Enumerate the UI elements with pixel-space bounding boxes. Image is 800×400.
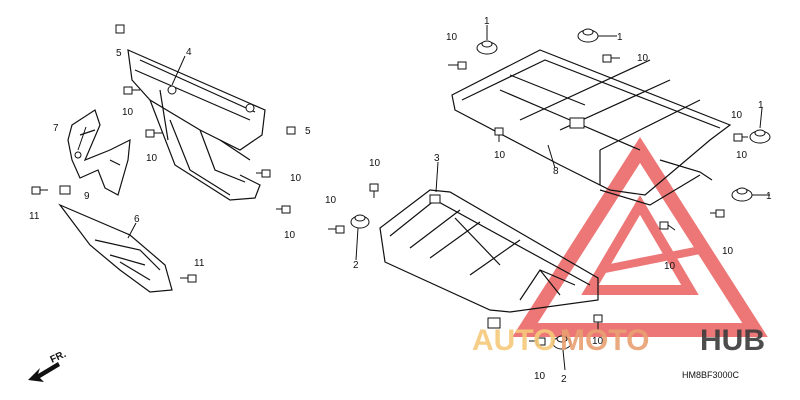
callout-label: 10 xyxy=(736,150,748,161)
rubber-cushion-icon xyxy=(476,40,498,55)
callout-label: 8 xyxy=(553,166,559,177)
rear-carrier-part xyxy=(451,49,732,206)
callout-label: 1 xyxy=(758,100,764,111)
front-carrier-part xyxy=(379,189,599,329)
skid-plate-part xyxy=(58,203,173,293)
watermark-logo-icon xyxy=(512,136,768,337)
bolt-icon xyxy=(448,61,467,70)
watermark-hub: HUB xyxy=(700,324,765,357)
callout-label: 10 xyxy=(731,110,743,121)
callout-label: 10 xyxy=(722,246,734,257)
callout-label: 2 xyxy=(353,260,359,271)
watermark: AUTO MOTO HUB xyxy=(472,324,765,357)
watermark-auto: AUTO xyxy=(472,324,556,357)
callout-label: 1 xyxy=(617,32,623,43)
bolt-icon xyxy=(123,86,140,95)
callout-label: 10 xyxy=(637,53,649,64)
bolt-icon xyxy=(276,205,291,214)
bolt-icon xyxy=(256,169,271,178)
callout-label: 10 xyxy=(446,32,458,43)
rubber-cushion-icon xyxy=(350,214,370,229)
bolt-icon xyxy=(710,209,725,218)
bolt-icon xyxy=(529,337,546,346)
bracket-part xyxy=(67,109,131,196)
bolt-icon xyxy=(369,183,379,198)
bolt-icon xyxy=(494,127,504,142)
diagram-code: HM8BF3000C xyxy=(682,370,740,380)
callout-label: 10 xyxy=(369,158,381,169)
rubber-cushion-icon xyxy=(552,335,572,350)
bolt-icon xyxy=(180,274,197,283)
collar-icon xyxy=(59,185,71,195)
front-arrow-label: FR. xyxy=(49,349,68,366)
callout-label: 6 xyxy=(134,214,140,225)
rubber-cushion-icon xyxy=(749,129,771,144)
callout-label: 9 xyxy=(84,191,90,202)
bolt-icon xyxy=(659,221,676,231)
callout-label: 5 xyxy=(116,48,122,59)
front-direction-arrow-icon: FR. xyxy=(28,349,68,382)
callout-label: 11 xyxy=(29,211,40,222)
callout-label: 10 xyxy=(534,371,546,382)
callout-label: 10 xyxy=(284,230,296,241)
callout-label: 10 xyxy=(146,153,158,164)
bolt-icon xyxy=(593,314,603,330)
rubber-cushion-icon xyxy=(577,28,599,43)
callout-label: 4 xyxy=(186,47,192,58)
callout-label: 10 xyxy=(592,336,604,347)
callout-label: 10 xyxy=(290,173,302,184)
bolt-icon xyxy=(31,186,48,195)
callout-label: 5 xyxy=(305,126,311,137)
callout-label: 7 xyxy=(53,123,59,134)
callout-label: 1 xyxy=(484,16,490,27)
bolt-icon xyxy=(602,54,620,63)
leader-lines xyxy=(77,25,770,371)
nut-icon xyxy=(286,126,296,135)
watermark-moto: MOTO xyxy=(560,324,649,357)
hardware-parts xyxy=(31,24,771,350)
bolt-icon xyxy=(145,129,162,138)
callout-label: 11 xyxy=(194,258,205,269)
callout-label: 10 xyxy=(494,150,506,161)
callout-label: 1 xyxy=(766,191,772,202)
callout-label: 2 xyxy=(561,374,567,385)
callout-label: 10 xyxy=(325,195,337,206)
bolt-icon xyxy=(328,225,345,234)
rubber-cushion-icon xyxy=(731,187,753,202)
callout-labels: 5 4 10 5 10 7 10 9 11 10 6 11 10 1 1 10 … xyxy=(29,16,772,385)
callout-label: 10 xyxy=(122,107,134,118)
front-guard-part xyxy=(127,49,266,201)
bolt-icon xyxy=(733,133,748,142)
nut-icon xyxy=(115,24,125,34)
callout-label: 10 xyxy=(664,261,676,272)
callout-label: 3 xyxy=(434,153,440,164)
